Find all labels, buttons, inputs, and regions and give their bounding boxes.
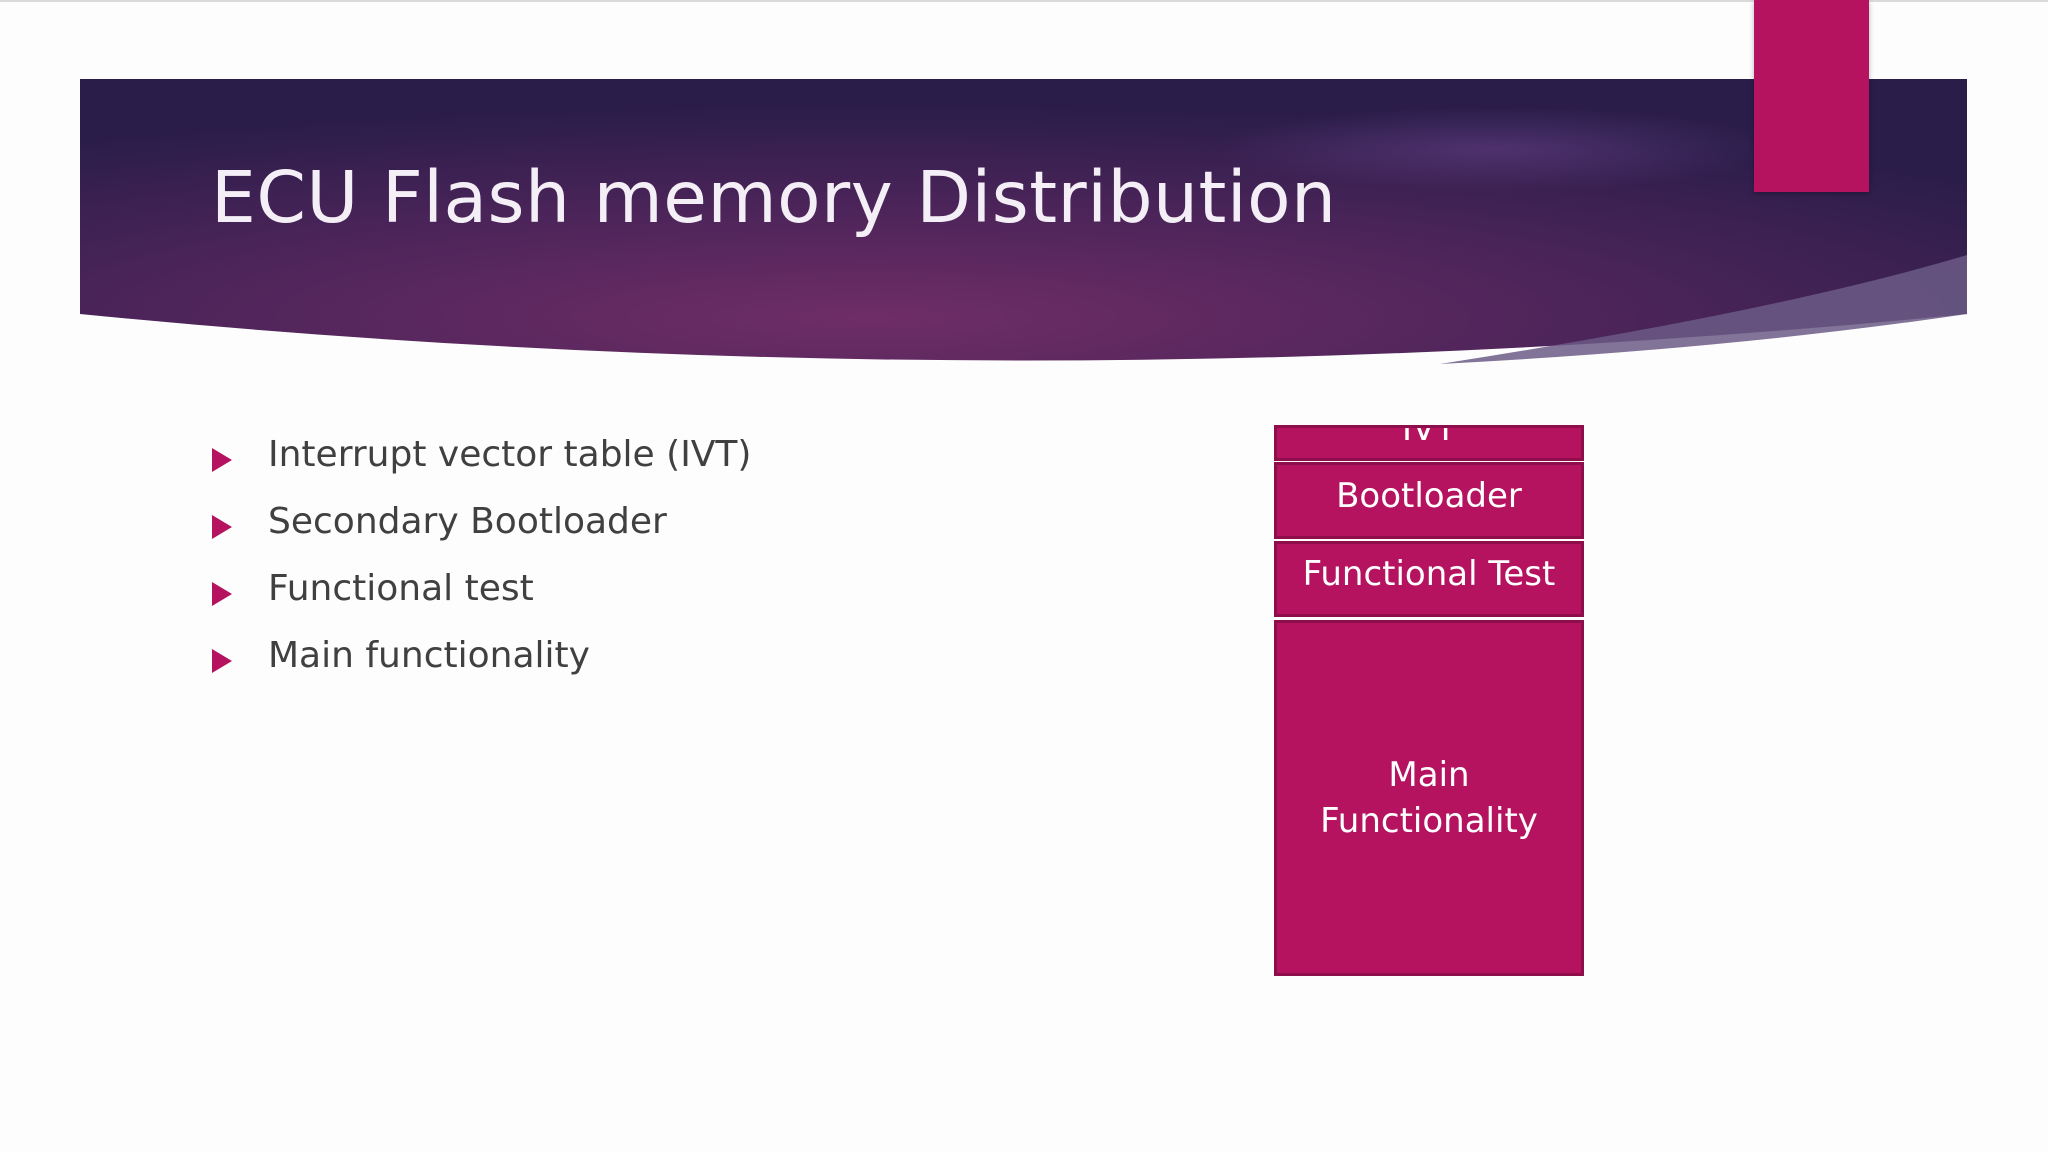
bullet-item: Functional test bbox=[208, 558, 1008, 625]
memory-block-functional-test: Functional Test bbox=[1274, 541, 1584, 617]
bullet-item: Main functionality bbox=[208, 625, 1008, 692]
accent-tab bbox=[1754, 0, 1869, 192]
memory-map-diagram: IVT Bootloader Functional Test Main Func… bbox=[1274, 425, 1584, 976]
memory-block-label: Main Functionality bbox=[1320, 755, 1538, 841]
bullet-item: Secondary Bootloader bbox=[208, 491, 1008, 558]
memory-block-label: Functional Test bbox=[1302, 554, 1556, 594]
memory-block-main-functionality: Main Functionality bbox=[1274, 620, 1584, 976]
memory-block-ivt: IVT bbox=[1274, 425, 1584, 461]
bullet-text: Interrupt vector table (IVT) bbox=[268, 434, 752, 475]
triangle-bullet-icon bbox=[212, 649, 232, 673]
triangle-bullet-icon bbox=[212, 515, 232, 539]
triangle-bullet-icon bbox=[212, 582, 232, 606]
top-rule bbox=[0, 0, 2048, 2]
bullet-list: Interrupt vector table (IVT) Secondary B… bbox=[208, 424, 1008, 692]
bullet-text: Secondary Bootloader bbox=[268, 501, 667, 542]
title-banner bbox=[80, 79, 1967, 381]
memory-block-label: IVT bbox=[1401, 425, 1457, 449]
triangle-bullet-icon bbox=[212, 448, 232, 472]
bullet-item: Interrupt vector table (IVT) bbox=[208, 424, 1008, 491]
memory-block-label: Bootloader bbox=[1336, 476, 1522, 516]
bullet-text: Functional test bbox=[268, 568, 534, 609]
memory-block-bootloader: Bootloader bbox=[1274, 462, 1584, 539]
slide-title: ECU Flash memory Distribution bbox=[211, 156, 1337, 239]
bullet-text: Main functionality bbox=[268, 635, 590, 676]
